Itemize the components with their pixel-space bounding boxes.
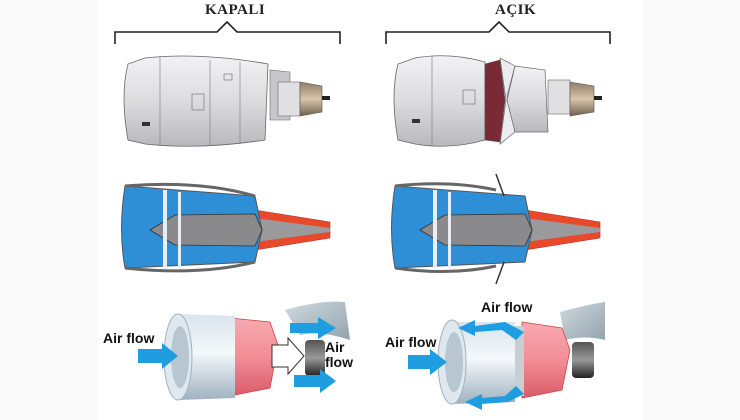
arrow-inlet-closed <box>138 343 178 369</box>
airflow-schematic-open <box>408 302 605 410</box>
label-airflow-inlet-closed: Air flow <box>103 330 155 346</box>
title-closed: KAPALI <box>205 2 266 18</box>
label-airflow-reverse-open: Air flow <box>481 299 533 315</box>
arrow-core-closed <box>271 336 305 376</box>
arrow-exhaust-upper-closed <box>290 317 336 339</box>
arrow-reverse-lower-open <box>465 386 524 410</box>
airflow-schematic-closed <box>138 301 350 401</box>
bracket-closed <box>114 20 341 44</box>
label-airflow-exhaust-closed: Air flow <box>325 340 353 370</box>
arrow-reverse-upper-open <box>458 320 524 340</box>
label-airflow-exhaust-line2: flow <box>325 354 353 370</box>
title-open: AÇIK <box>495 2 537 18</box>
engine-cutaway-open <box>391 173 601 285</box>
engine-exterior-closed <box>123 55 330 147</box>
engine-cutaway-closed <box>121 182 331 273</box>
bracket-open <box>385 20 611 44</box>
arrow-exhaust-lower-closed <box>294 369 336 393</box>
engine-exterior-open <box>393 55 602 147</box>
arrow-inlet-open <box>408 349 447 375</box>
label-airflow-inlet-open: Air flow <box>385 334 437 350</box>
label-airflow-exhaust-line1: Air <box>325 339 345 355</box>
